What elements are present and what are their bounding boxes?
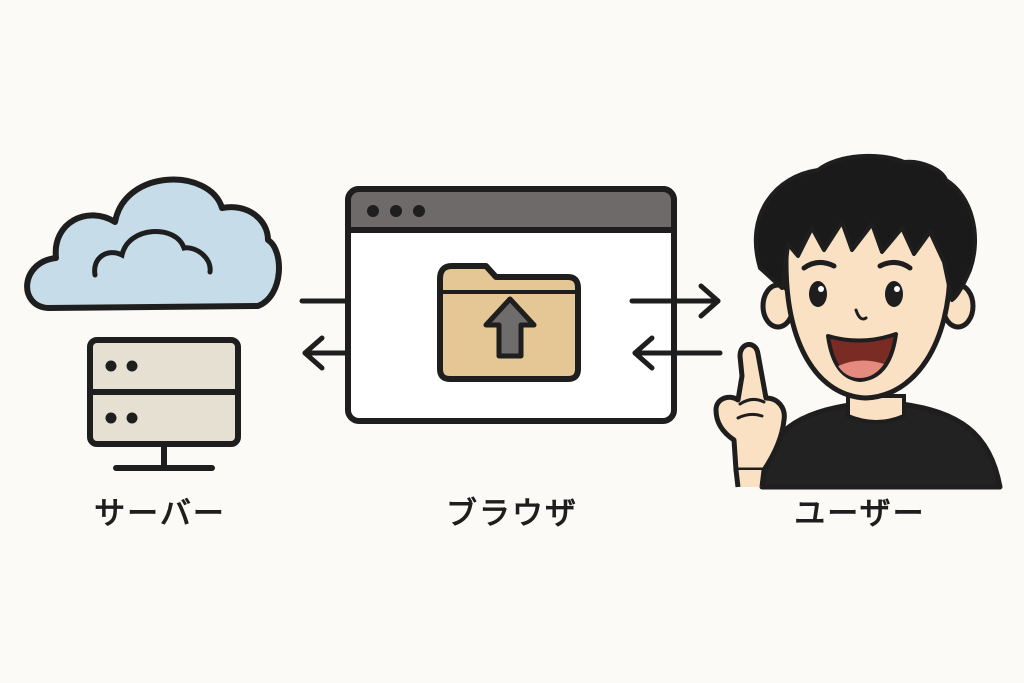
- window-dot-icon: [413, 205, 425, 217]
- user-avatar-illustration: [713, 153, 1003, 490]
- folder-upload-icon: [437, 263, 581, 382]
- window-dot-icon: [390, 205, 402, 217]
- server-rack-icon: [87, 337, 241, 471]
- server-label: サーバー: [94, 496, 226, 532]
- user-label: ユーザー: [794, 496, 926, 532]
- browser-to-user-arrow-icon: [629, 283, 721, 319]
- pointing-hand-icon: [713, 342, 787, 473]
- cloud-icon: [24, 176, 282, 311]
- user-to-browser-arrow-icon: [632, 335, 723, 371]
- window-dot-icon: [367, 205, 379, 217]
- browser-label: ブラウザ: [446, 496, 578, 532]
- upload-arrow-icon: [483, 296, 537, 359]
- hair-icon: [753, 153, 978, 302]
